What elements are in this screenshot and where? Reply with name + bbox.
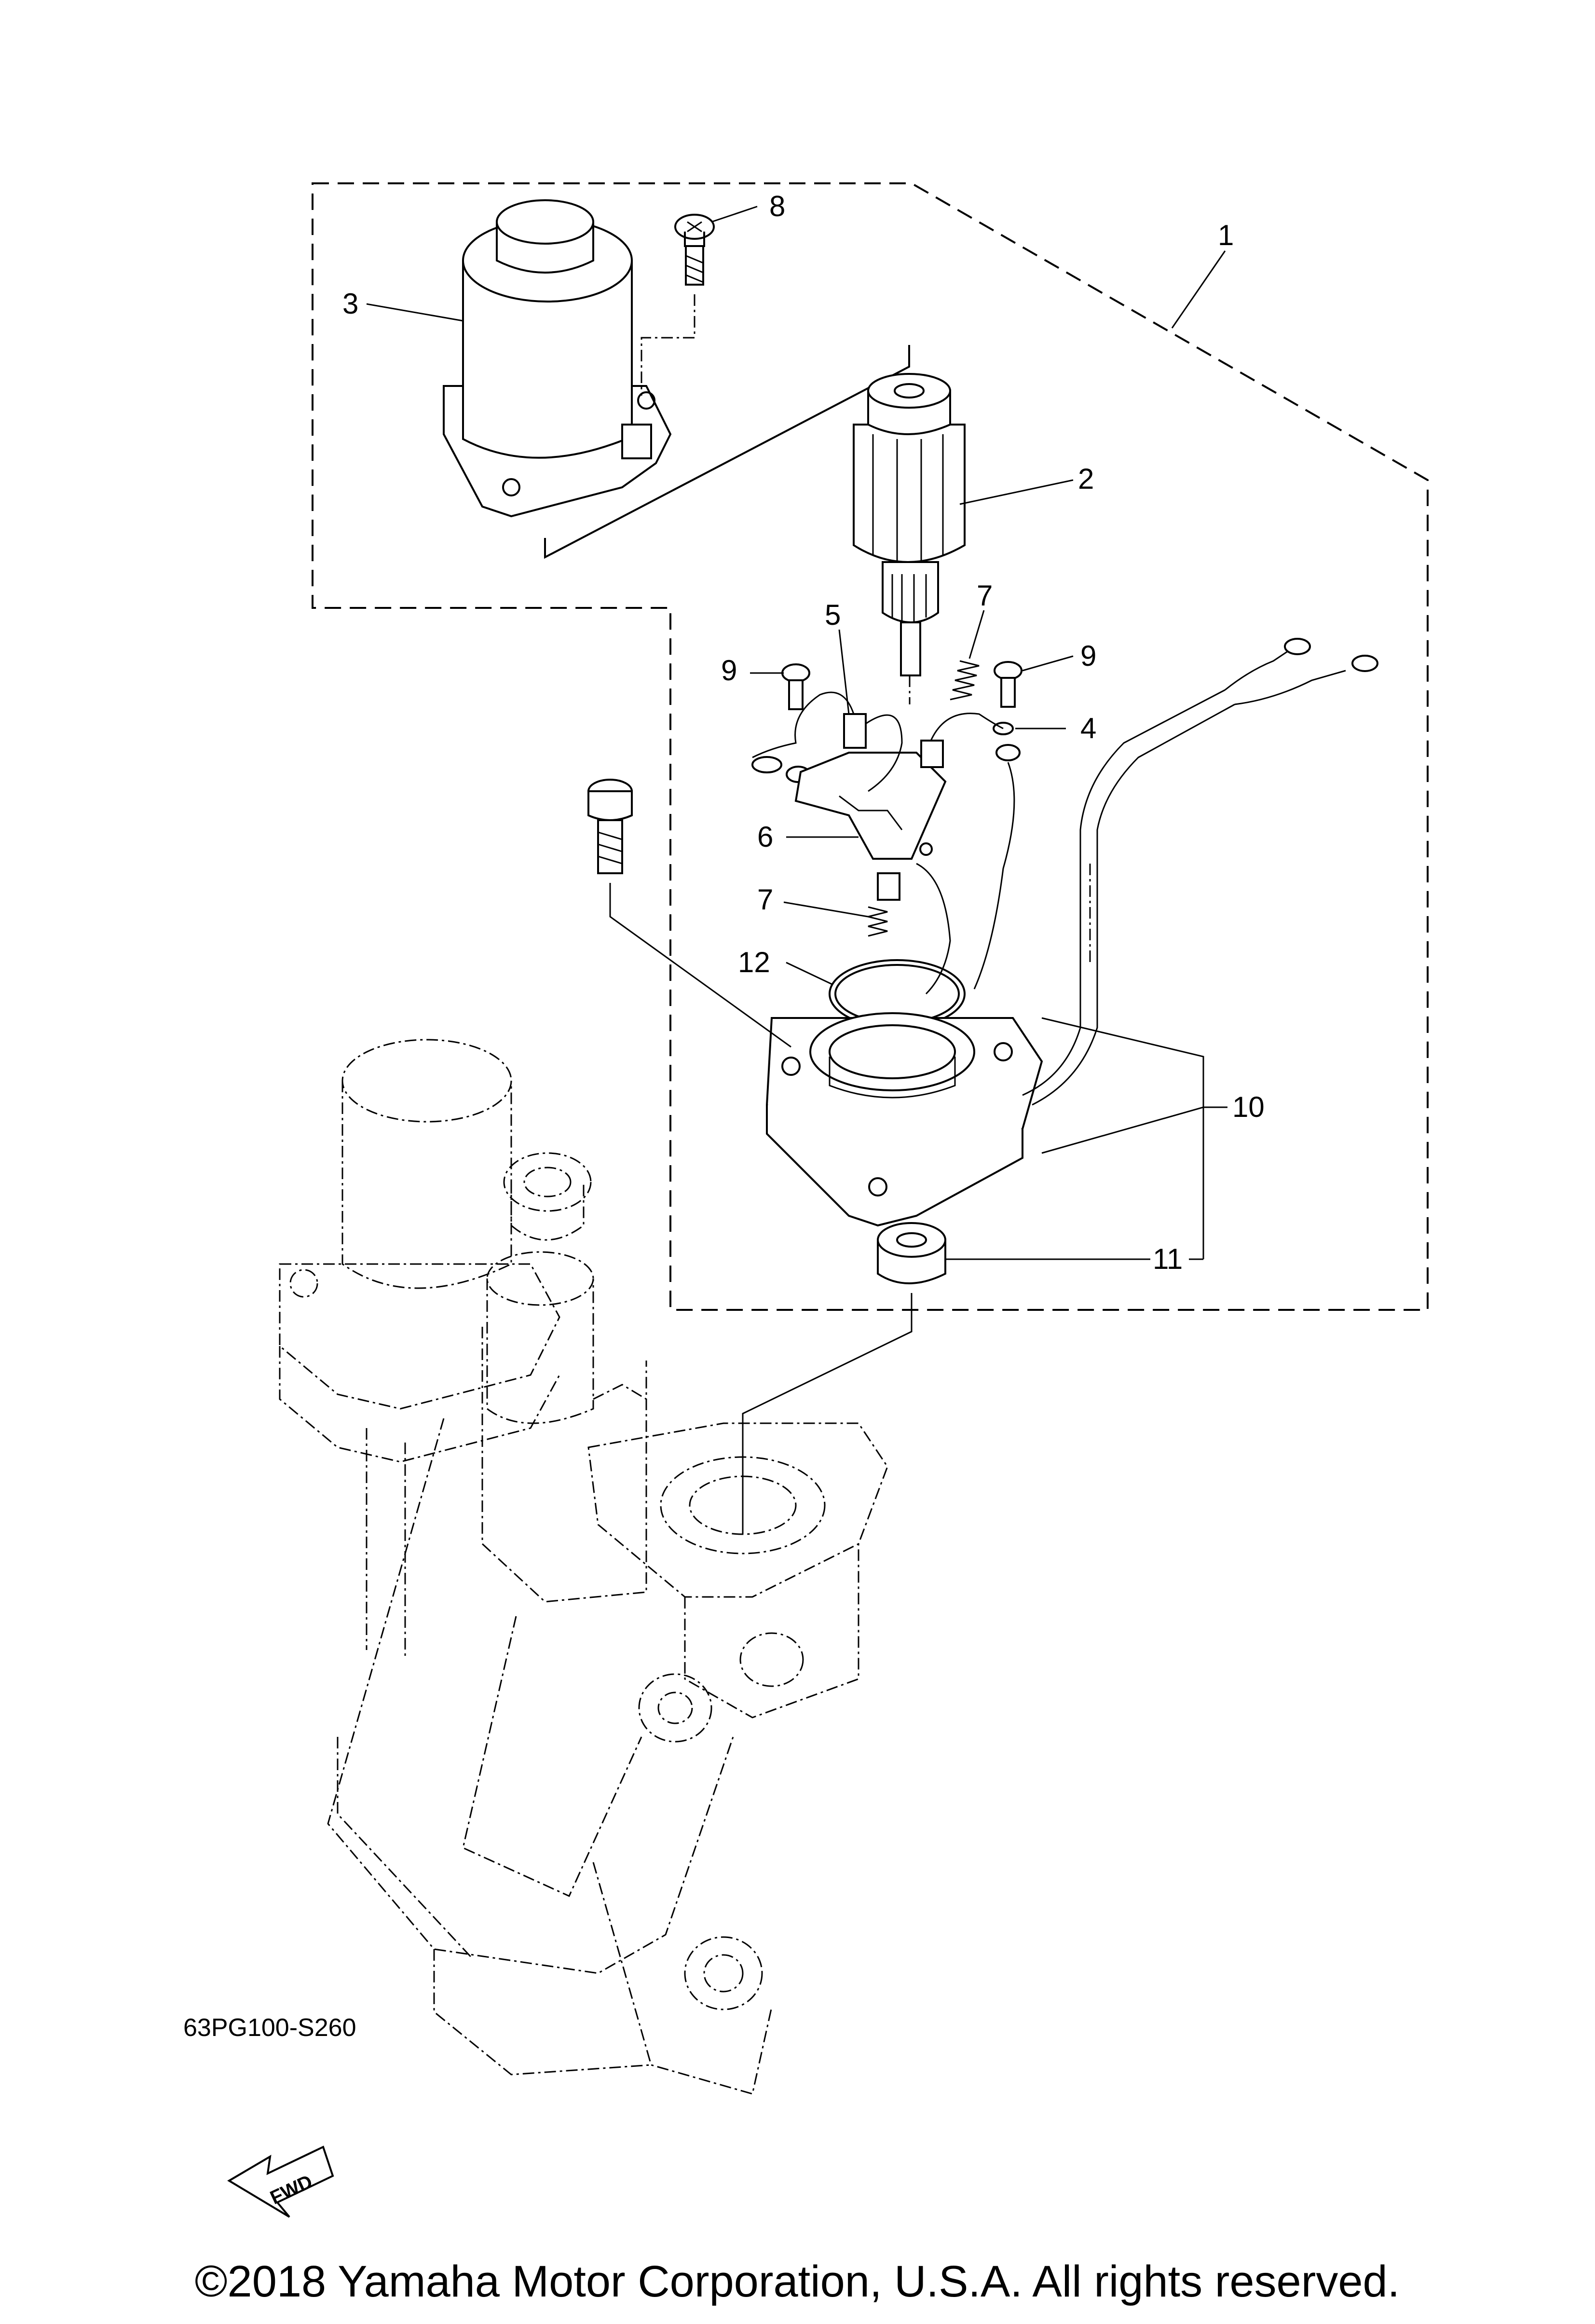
callout-labels: 1 2 3 4 5 6 7 7 8 9 9 10 11 12	[342, 190, 1265, 1275]
callout-7-bottom: 7	[757, 883, 773, 916]
motor-housing-part	[443, 199, 672, 518]
trim-unit-reference	[279, 1039, 888, 2095]
callout-11: 11	[1153, 1243, 1183, 1275]
callout-3: 3	[342, 288, 358, 320]
callout-1: 1	[1218, 219, 1234, 251]
callout-2: 2	[1078, 463, 1094, 495]
callout-12: 12	[738, 946, 770, 978]
callout-8: 8	[769, 190, 785, 222]
assembly-boundary	[312, 182, 1429, 1311]
callout-10: 10	[1232, 1091, 1265, 1123]
grommet-part	[742, 1222, 946, 1534]
callout-7-top: 7	[977, 579, 993, 612]
callout-9-right: 9	[1080, 640, 1096, 672]
copyright-notice: ©2018 Yamaha Motor Corporation, U.S.A. A…	[195, 2257, 1400, 2306]
leader-lines	[366, 206, 1227, 1260]
brush-assembly	[751, 660, 1022, 995]
callout-6: 6	[757, 821, 773, 853]
callout-4: 4	[1080, 712, 1096, 744]
callout-9-left: 9	[721, 654, 737, 687]
bolt-part	[587, 779, 791, 1048]
callout-5: 5	[825, 599, 841, 631]
end-cover-part	[765, 638, 1378, 1227]
armature-part	[853, 373, 966, 704]
drawing-code: 63PG100-S260	[183, 2014, 356, 2042]
screw-part-8	[641, 214, 715, 396]
